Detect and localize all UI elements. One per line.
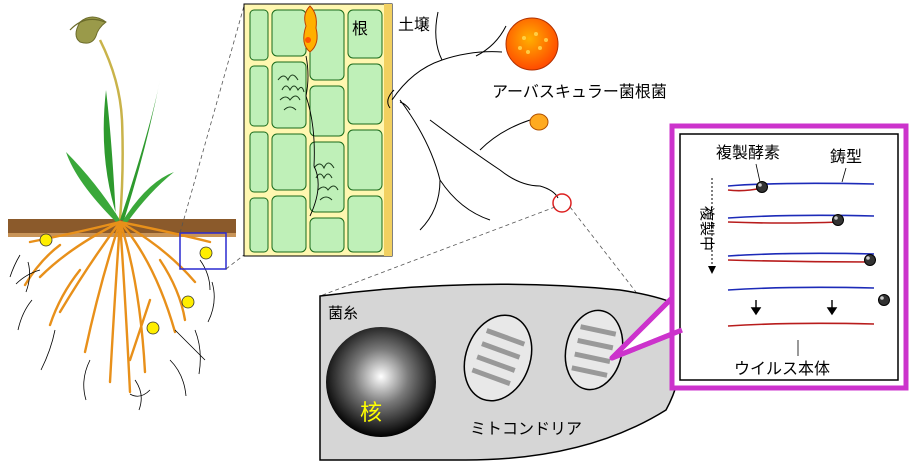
label-virus-body: ウイルス本体 [734, 359, 830, 378]
zoom-circle [553, 194, 571, 212]
vesicle [304, 6, 317, 52]
label-mitochondria: ミトコンドリア [470, 419, 582, 438]
root-system [25, 222, 210, 392]
label-nucleus: 核 [360, 401, 382, 426]
hypha-section: 菌糸 核 ミトコンドリア [320, 284, 683, 460]
label-root: 根 [352, 19, 368, 38]
label-soil: 土壌 [398, 15, 430, 34]
plant [8, 17, 236, 410]
root-cell-closeup: 根 [244, 4, 392, 256]
label-hypha: 菌糸 [328, 304, 358, 322]
spore-small-soil [530, 114, 548, 130]
label-replicating: 複製中 [698, 206, 716, 251]
label-amf: アーバスキュラー菌根菌 [492, 82, 667, 101]
spore-large [506, 18, 558, 70]
label-template: 鋳型 [830, 147, 862, 166]
label-replicase: 複製酵素 [716, 143, 780, 162]
